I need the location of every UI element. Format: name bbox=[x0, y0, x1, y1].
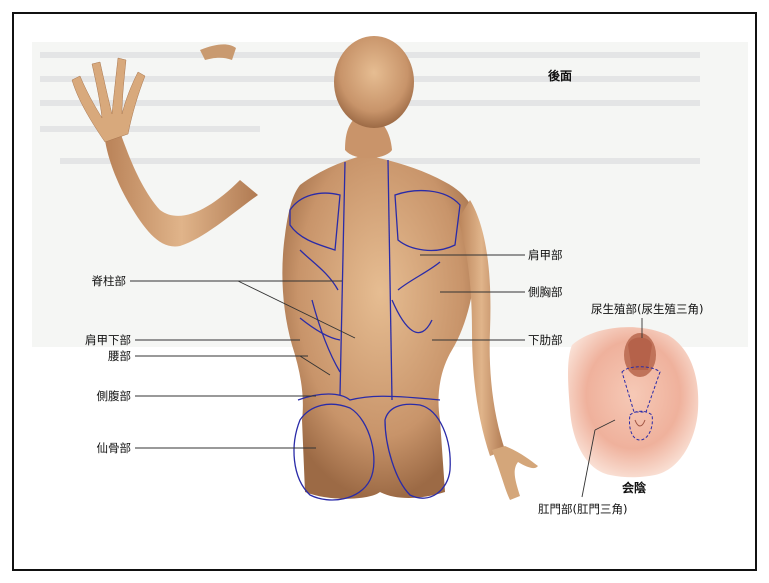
perineum-figure bbox=[568, 327, 698, 477]
label-lateral-thoracic: 側胸部 bbox=[528, 285, 563, 299]
label-sacral: 仙骨部 bbox=[97, 441, 132, 455]
label-infrascapular: 肩甲下部 bbox=[85, 333, 131, 347]
label-lumbar: 腰部 bbox=[108, 349, 131, 363]
view-title: 後面 bbox=[548, 68, 572, 83]
left-arm bbox=[72, 44, 258, 246]
label-hypochondriac: 下肋部 bbox=[528, 333, 563, 347]
label-urogenital: 尿生殖部(尿生殖三角) bbox=[591, 302, 703, 316]
label-scapular: 肩甲部 bbox=[528, 248, 563, 262]
label-anal: 肛門部(肛門三角) bbox=[538, 502, 627, 516]
right-arm bbox=[458, 200, 538, 500]
perineum-title: 会陰 bbox=[622, 480, 647, 495]
label-spine: 脊柱部 bbox=[92, 274, 127, 288]
label-lateral-abdominal: 側腹部 bbox=[97, 389, 132, 403]
